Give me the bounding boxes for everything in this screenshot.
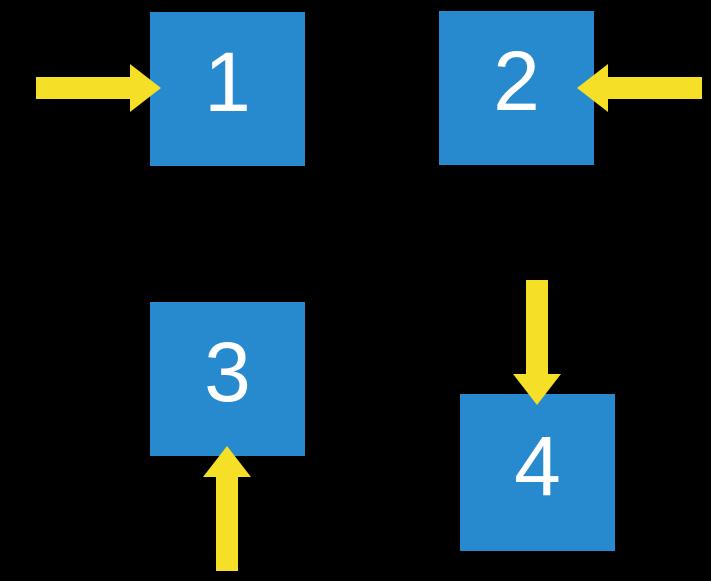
arrow-left-icon	[577, 64, 702, 112]
arrow-down-icon	[513, 280, 561, 405]
arrow-up-shape	[203, 446, 251, 571]
arrow-right-icon	[36, 64, 161, 112]
box-2-label: 2	[493, 34, 540, 128]
box-3-label: 3	[204, 325, 251, 419]
arrow-down-shape	[513, 280, 561, 405]
arrow-right-shape	[36, 64, 161, 112]
box-1-label: 1	[204, 35, 251, 129]
arrow-left-shape	[577, 64, 702, 112]
box-3: 3	[150, 302, 305, 456]
box-4: 4	[460, 394, 615, 551]
box-2: 2	[439, 11, 594, 165]
arrow-up-icon	[203, 446, 251, 571]
box-4-label: 4	[514, 418, 561, 513]
box-1: 1	[150, 12, 305, 166]
